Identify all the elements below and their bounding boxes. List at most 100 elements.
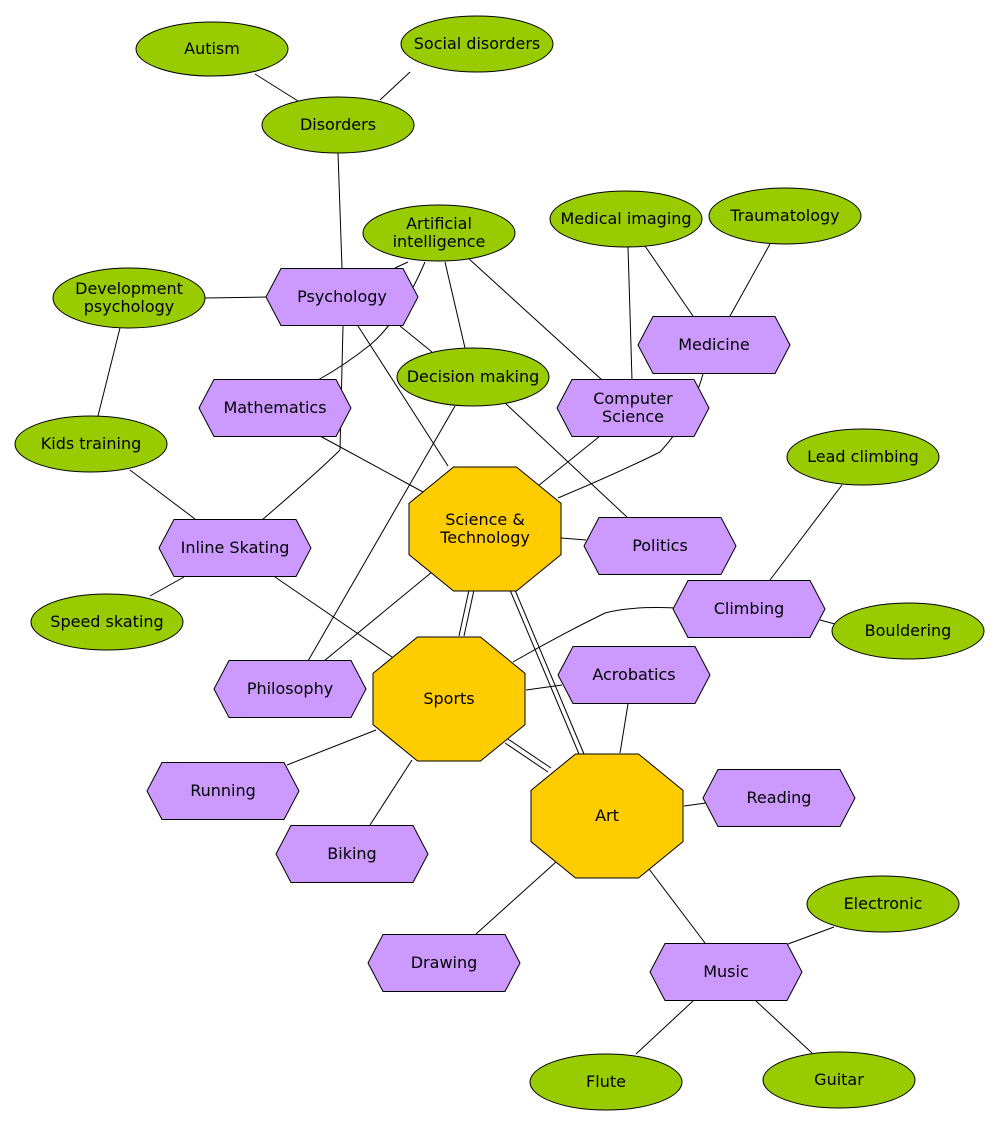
nodes-layer: Autism Social disorders Disorders Artifi… [14,15,985,1111]
label-line: Disorders [300,115,376,134]
edge-sports-climbing [512,607,677,663]
node-medicine[interactable]: Medicine [637,316,791,374]
node-psychology[interactable]: Psychology [265,268,419,326]
node-guitar[interactable]: Guitar [762,1051,916,1109]
edge-sports-art-a [504,742,549,773]
label-line: Lead climbing [807,447,919,466]
edge-science-technology-art-b [514,589,585,755]
speed-skating-shape [30,593,184,651]
edge-science-technology-philosophy [323,571,433,662]
node-reading[interactable]: Reading [702,769,856,827]
edge-medical-imaging-medicine [644,245,694,317]
node-science-technology[interactable]: Science &Technology [408,466,562,592]
edge-decision-making-philosophy [307,405,456,662]
edge-climbing-bouldering [819,619,836,625]
node-decision-making[interactable]: Decision making [396,347,550,407]
traumatology-shape [708,187,862,245]
label-line: Art [595,806,619,825]
acrobatics-shape [557,646,711,704]
node-electronic[interactable]: Electronic [806,875,960,933]
lead-climbing-shape [786,428,940,486]
acrobatics-label: Acrobatics [592,665,675,684]
decision-making-shape [396,347,550,407]
node-politics[interactable]: Politics [583,517,737,575]
node-flute[interactable]: Flute [529,1053,683,1111]
node-mathematics[interactable]: Mathematics [198,379,352,437]
node-sports[interactable]: Sports [372,636,526,762]
label-line: Music [703,962,749,981]
edge-music-electronic [787,926,835,945]
psychology-shape [265,268,419,326]
science-technology-label: Science &Technology [439,510,530,547]
edge-psychology-decision-making [399,325,433,353]
node-autism[interactable]: Autism [135,21,289,77]
medical-imaging-label: Medical imaging [560,209,691,228]
label-line: Mathematics [223,398,326,417]
kids-training-label: Kids training [41,434,142,453]
label-line: Science [602,407,664,426]
label-line: Inline Skating [181,538,290,557]
node-social-disorders[interactable]: Social disorders [400,15,554,73]
artificial-intelligence-shape [362,204,516,262]
inline-skating-shape [158,519,312,577]
label-line: Artificial [406,214,472,233]
social-disorders-label: Social disorders [414,34,540,53]
edge-sports-biking [369,759,413,826]
flute-shape [529,1053,683,1111]
politics-shape [583,517,737,575]
node-traumatology[interactable]: Traumatology [708,187,862,245]
label-line: Sports [423,689,474,708]
node-bouldering[interactable]: Bouldering [831,602,985,660]
label-line: Psychology [297,287,387,306]
node-acrobatics[interactable]: Acrobatics [557,646,711,704]
label-line: intelligence [393,232,486,251]
edge-music-flute [635,1000,694,1055]
science-technology-shape [408,466,562,592]
node-medical-imaging[interactable]: Medical imaging [549,190,703,248]
sports-shape [372,636,526,762]
traumatology-label: Traumatology [729,206,839,225]
node-climbing[interactable]: Climbing [672,580,826,638]
running-label: Running [190,781,256,800]
label-line: Acrobatics [592,665,675,684]
edge-psychology-ai [394,261,409,269]
autism-label: Autism [184,39,240,58]
node-inline-skating[interactable]: Inline Skating [158,519,312,577]
medicine-shape [637,316,791,374]
edge-sports-acrobatics [525,684,563,691]
node-lead-climbing[interactable]: Lead climbing [786,428,940,486]
node-disorders[interactable]: Disorders [261,96,415,154]
edge-art-reading [683,802,707,807]
philosophy-label: Philosophy [247,679,333,698]
label-line: psychology [84,297,175,316]
node-biking[interactable]: Biking [275,825,429,883]
node-drawing[interactable]: Drawing [367,934,521,992]
guitar-shape [762,1051,916,1109]
node-art[interactable]: Art [530,753,684,879]
node-speed-skating[interactable]: Speed skating [30,593,184,651]
label-line: Kids training [41,434,142,453]
bouldering-shape [831,602,985,660]
label-line: Traumatology [729,206,839,225]
art-label: Art [595,806,619,825]
mathematics-label: Mathematics [223,398,326,417]
label-line: Drawing [411,953,478,972]
medicine-label: Medicine [678,335,749,354]
node-philosophy[interactable]: Philosophy [213,660,367,718]
node-running[interactable]: Running [146,762,300,820]
electronic-label: Electronic [844,894,923,913]
edge-medical-imaging-computer-science [627,246,633,381]
label-line: Climbing [714,599,785,618]
node-kids-training[interactable]: Kids training [14,415,168,473]
philosophy-shape [213,660,367,718]
node-music[interactable]: Music [649,943,803,1001]
medical-imaging-shape [549,190,703,248]
edge-psychology-science-technology [357,325,449,467]
kids-training-shape [14,415,168,473]
